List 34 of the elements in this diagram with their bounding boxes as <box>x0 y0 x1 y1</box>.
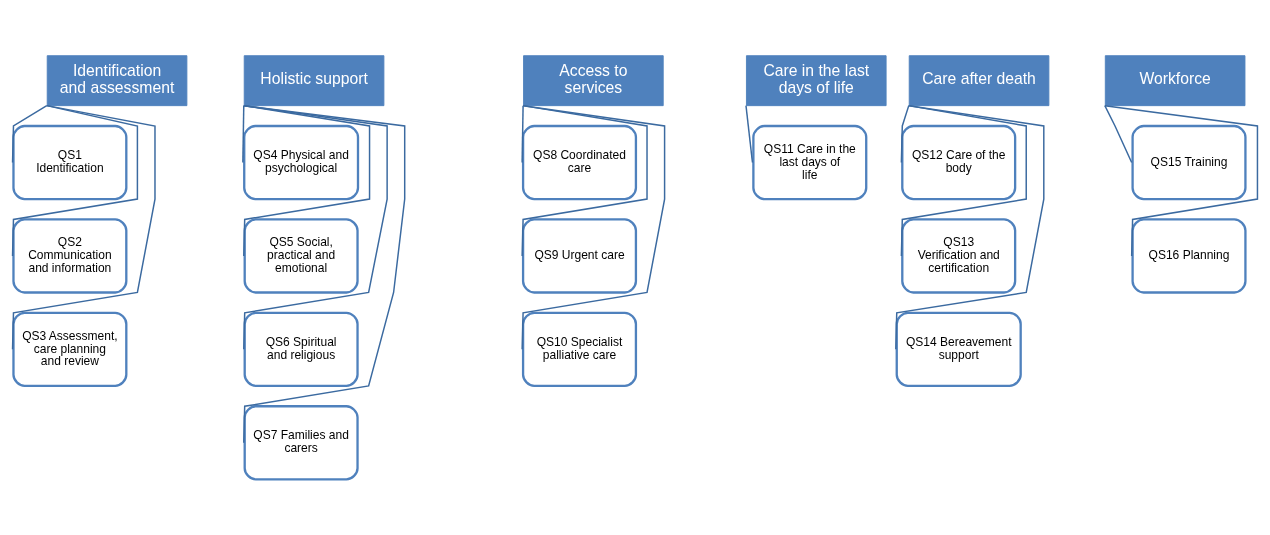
node-box: QS7 Families and carers <box>243 405 359 481</box>
connector <box>900 104 1027 257</box>
node-box: QS1 Identification <box>12 124 128 201</box>
node-box: QS3 Assessment, care planning and review <box>12 311 128 388</box>
node-box: Identification and assessment <box>46 55 188 107</box>
node-box: QS4 Physical and psychological <box>243 124 360 201</box>
connector <box>242 104 245 164</box>
node-box: QS11 Care in the last days of life <box>752 124 868 201</box>
node-box: Care in the last days of life <box>746 55 887 107</box>
connector <box>521 104 648 257</box>
node-box: Workforce <box>1104 55 1246 107</box>
node-box: QS16 Planning <box>1131 218 1247 294</box>
node-box: QS14 Bereavement support <box>895 311 1022 388</box>
node-box: QS12 Care of the body <box>901 124 1017 201</box>
node-box: Care after death <box>908 55 1050 107</box>
node-box: QS5 Social, practical and emotional <box>243 218 359 294</box>
connector <box>745 104 754 164</box>
connector <box>895 104 1045 351</box>
connector <box>1104 104 1259 257</box>
node-box: Access to services <box>523 55 664 107</box>
connector <box>521 104 666 351</box>
node-box: QS8 Coordinated care <box>521 124 638 201</box>
connector <box>1104 104 1133 164</box>
connector <box>11 104 139 257</box>
node-box: QS10 Specialist palliative care <box>521 311 638 388</box>
connector <box>900 104 910 164</box>
connector <box>521 104 524 164</box>
node-box: QS9 Urgent care <box>521 218 638 294</box>
node-box: Holistic support <box>243 55 385 107</box>
node-box: QS2 Communication and information <box>12 218 128 294</box>
node-box: QS6 Spiritual and religious <box>243 311 359 388</box>
node-box: QS13 Verification and certification <box>901 218 1017 294</box>
node-box: QS15 Training <box>1131 124 1247 201</box>
connector <box>11 104 48 164</box>
